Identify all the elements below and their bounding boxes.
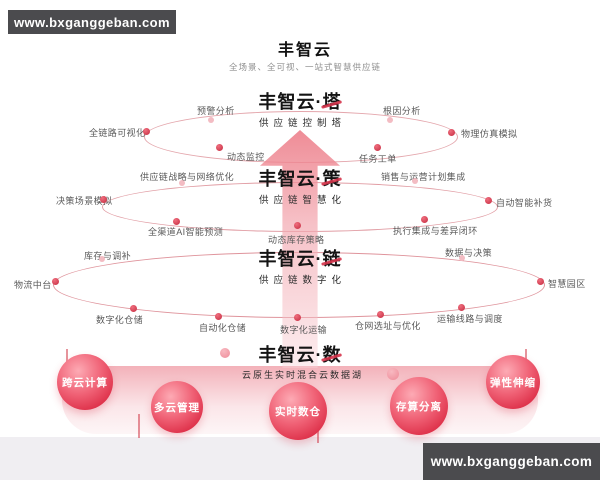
node-label: 全链路可视化 <box>89 128 146 138</box>
node-dot <box>179 180 185 186</box>
node-dot <box>537 278 544 285</box>
node-dot <box>208 117 214 123</box>
node-label: 执行集成与差异闭环 <box>393 226 478 236</box>
node-dot <box>294 314 301 321</box>
tier3-title: 丰智云·链 <box>200 250 400 268</box>
tier3-title-prefix: 丰智云· <box>258 249 323 269</box>
node-dot <box>130 305 137 312</box>
node-label: 动态监控 <box>227 152 265 162</box>
node-label: 动态库存策略 <box>268 235 325 245</box>
node-label: 数字化仓储 <box>96 315 144 325</box>
node-label: 预警分析 <box>197 106 235 116</box>
tier1-title: 丰智云·塔 <box>200 93 400 111</box>
tier3-title-char: 链 <box>322 249 342 269</box>
page-subtitle: 全场景、全可视、一站式智慧供应链 <box>228 62 381 72</box>
node-label: 全渠道AI智能预测 <box>148 227 224 237</box>
capability-ball: 存算分离 <box>390 377 448 435</box>
capability-ball: 跨云计算 <box>57 354 113 410</box>
node-dot <box>294 222 301 229</box>
node-dot <box>448 129 455 136</box>
tier2-subtitle: 供应链智慧化 <box>258 195 346 206</box>
node-label: 根因分析 <box>383 106 421 116</box>
capability-ball: 实时数仓 <box>269 382 327 440</box>
node-dot <box>52 278 59 285</box>
tier1-title-char: 塔 <box>322 92 342 112</box>
node-label: 库存与调补 <box>84 251 132 261</box>
node-label: 任务工单 <box>359 154 397 164</box>
node-dot <box>387 117 393 123</box>
node-label: 供应链战略与网络优化 <box>140 172 235 182</box>
node-label: 自动化仓储 <box>199 323 247 333</box>
tier1-title-prefix: 丰智云· <box>258 92 323 112</box>
tier4-title-prefix: 丰智云· <box>258 345 323 365</box>
watermark-bottom-right: www.bxganggeban.com <box>423 443 600 480</box>
page-title: 丰智云 <box>277 42 332 59</box>
node-label: 决策场景模拟 <box>56 196 113 206</box>
node-label: 运输线路与调度 <box>437 314 503 324</box>
capability-ball: 多云管理 <box>151 381 203 433</box>
node-label: 数据与决策 <box>445 248 493 258</box>
node-label: 物流中台 <box>14 280 52 290</box>
decor-dot <box>387 368 399 380</box>
decor-dot <box>220 348 230 358</box>
node-label: 物理仿真模拟 <box>461 129 518 139</box>
tier3-head: 丰智云·链 供应链数字化 <box>200 250 400 286</box>
node-dot <box>421 216 428 223</box>
node-dot <box>173 218 180 225</box>
node-dot <box>215 313 222 320</box>
tier2-title-char: 策 <box>322 169 342 189</box>
watermark-top-left: www.bxganggeban.com <box>8 10 176 34</box>
node-dot <box>216 144 223 151</box>
tier3-subtitle: 供应链数字化 <box>258 275 346 286</box>
node-dot <box>143 128 150 135</box>
node-label: 数字化运输 <box>280 325 328 335</box>
node-label: 智慧园区 <box>548 279 586 289</box>
tier2-title-prefix: 丰智云· <box>258 169 323 189</box>
node-dot <box>374 144 381 151</box>
node-dot <box>458 304 465 311</box>
node-label: 销售与运营计划集成 <box>381 172 466 182</box>
tier4-title: 丰智云·数 <box>200 346 400 364</box>
node-dot <box>459 255 465 261</box>
tier4-head: 丰智云·数 云原生实时混合云数据湖 <box>200 346 400 381</box>
tier4-title-char: 数 <box>322 345 342 365</box>
node-dot <box>99 256 105 262</box>
tier1-subtitle: 供应链控制塔 <box>258 118 346 129</box>
node-dot <box>485 197 492 204</box>
tier2-head: 丰智云·策 供应链智慧化 <box>200 170 400 206</box>
tier1-head: 丰智云·塔 供应链控制塔 <box>200 93 400 129</box>
platform-tick <box>138 414 140 438</box>
node-label: 自动智能补货 <box>496 198 553 208</box>
node-label: 仓网选址与优化 <box>355 321 421 331</box>
node-dot <box>377 311 384 318</box>
node-dot <box>412 178 418 184</box>
node-dot <box>100 196 107 203</box>
capability-ball: 弹性伸缩 <box>486 355 540 409</box>
tier2-title: 丰智云·策 <box>200 170 400 188</box>
tier4-subtitle: 云原生实时混合云数据湖 <box>241 370 363 380</box>
